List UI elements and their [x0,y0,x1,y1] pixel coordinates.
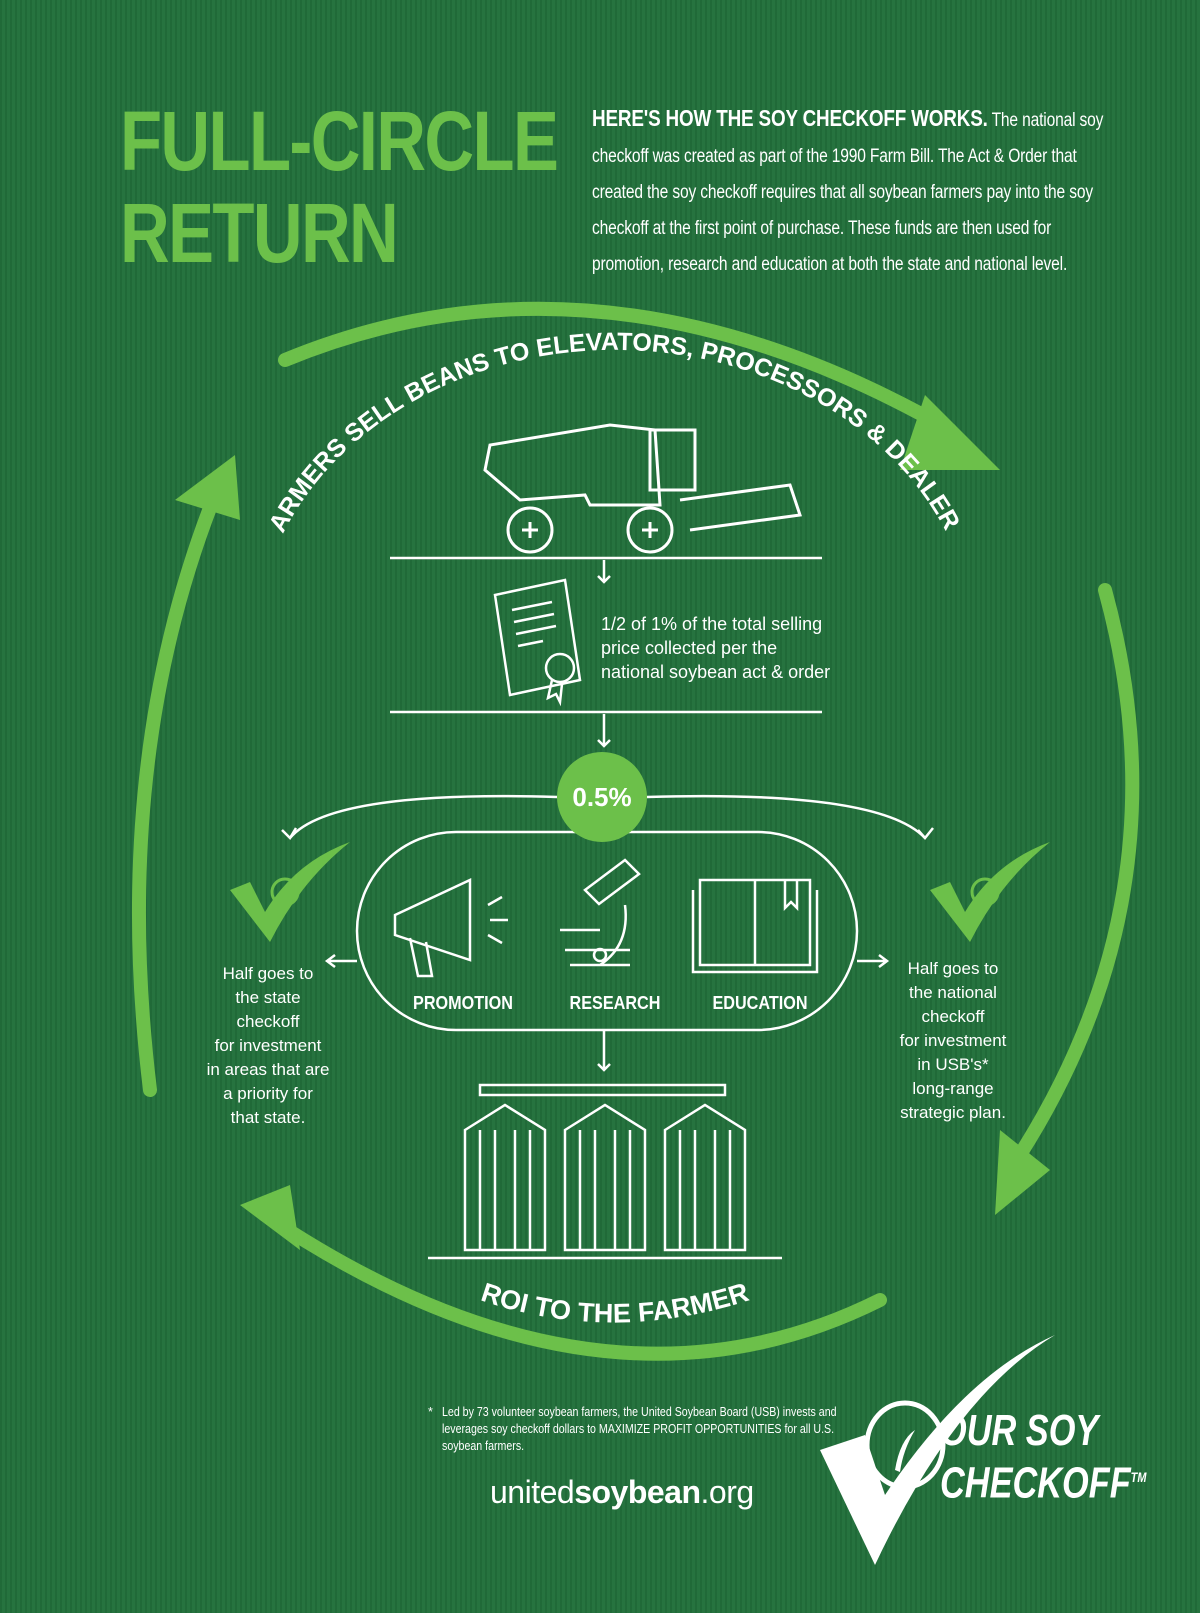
book-icon [691,878,819,974]
collection-description: 1/2 of 1% of the total selling price col… [601,612,901,684]
arrowhead-right [995,1130,1050,1215]
combine-harvester-icon [483,423,802,554]
state-text-line: in areas that are [206,1060,330,1079]
footnote-text: Led by 73 volunteer soybean farmers, the… [442,1405,837,1453]
intro-body: The national soy checkoff was created as… [592,110,1104,275]
state-text-line: for investment [214,1036,322,1055]
bottom-cycle-label: ROI TO THE FARMER [478,1277,752,1329]
rate-badge: 0.5% [557,752,647,842]
national-text-line: Half goes to [907,959,999,978]
footnote-star: * [428,1405,433,1419]
branch-left [289,794,558,839]
state-text-line: a priority for [223,1084,313,1103]
cycle-arrow-top [278,301,957,437]
trademark: TM [1130,1469,1147,1485]
use-promotion: PROMOTION [413,993,513,1013]
logo-line-1: OUR SOY [940,1406,1099,1455]
state-text-line: the state [235,988,301,1007]
national-text-line: for investment [899,1031,1007,1050]
microscope-icon [560,858,641,967]
national-text-line: strategic plan. [900,1103,1006,1122]
national-checkmark-icon [930,842,1050,942]
arrow-down-2 [597,714,611,748]
state-text-line: that state. [230,1108,306,1127]
state-text-line: Half goes to [222,964,314,983]
arrow-down-3 [597,1030,611,1072]
arrow-down-1 [597,560,611,584]
arrowhead-left [175,455,240,520]
logo-text: OUR SOY CHECKOFFTM [940,1408,1146,1507]
national-text-line: long-range [912,1079,994,1098]
state-checkoff-text: Half goes to the state checkoff for inve… [183,962,353,1130]
arrowhead-top [900,395,1000,470]
soy-checkoff-logo-icon [820,1335,1055,1565]
national-text-line: the national [909,983,997,1002]
intro-lead: HERE'S HOW THE SOY CHECKOFF WORKS. [592,105,988,131]
collection-line: national soybean act & order [601,662,831,682]
cycle-arrow-left [131,488,222,1097]
cycle-arrow-right [1003,583,1140,1177]
url-suffix: .org [700,1474,755,1510]
intro-paragraph: HERE'S HOW THE SOY CHECKOFF WORKS. The n… [592,100,1125,283]
title-line-1: FULL-CIRCLE [120,94,559,188]
national-checkoff-text: Half goes to the national checkoff for i… [868,957,1038,1125]
logo-line-2: CHECKOFF [940,1458,1131,1508]
national-text-line: in USB's* [917,1055,989,1074]
use-education: EDUCATION [712,993,808,1013]
state-checkmark-icon [230,842,350,942]
certificate-icon [493,578,582,707]
cycle-arrow-bottom [258,1208,887,1361]
megaphone-icon [393,878,508,978]
arrow-left [324,954,357,968]
state-text-line: checkoff [236,1012,300,1031]
top-cycle-label: FARMERS SELL BEANS TO ELEVATORS, PROCESS… [0,0,965,537]
page-title: FULL-CIRCLE RETURN [120,94,559,280]
silos-icon [428,1083,782,1260]
national-text-line: checkoff [921,1007,985,1026]
title-line-2: RETURN [120,186,399,280]
arrow-right [857,954,890,968]
collection-line: price collected per the [601,638,778,658]
arrowhead-bottom [240,1185,300,1250]
website-link[interactable]: unitedsoybean.org [490,1474,754,1511]
branch-right [646,794,926,839]
url-prefix: united [490,1474,575,1510]
url-bold: soybean [574,1474,701,1510]
collection-line: 1/2 of 1% of the total selling [601,614,823,634]
footnote: * Led by 73 volunteer soybean farmers, t… [428,1404,848,1455]
use-research: RESEARCH [569,993,661,1013]
